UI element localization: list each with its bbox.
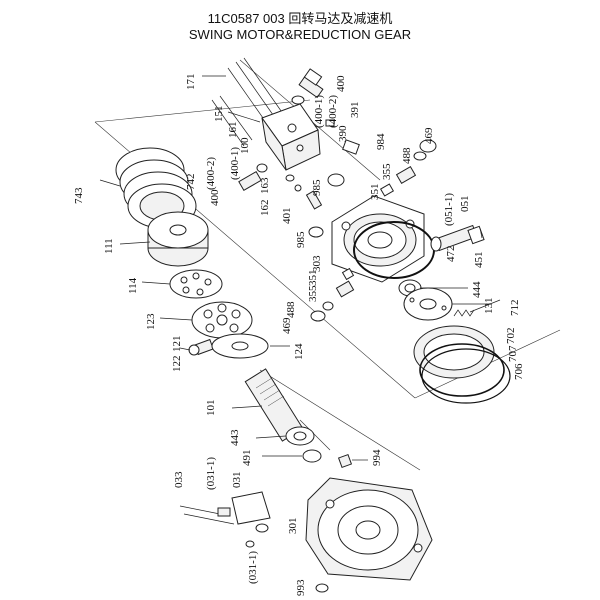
part-706-707-o-rings xyxy=(419,343,511,404)
part-151-valve-block xyxy=(261,103,321,171)
part-469-488-355-351-upper xyxy=(379,139,437,197)
label-151: 151 xyxy=(213,106,225,123)
label-400-2-left: (400-2) xyxy=(205,157,217,190)
label-131: 131 xyxy=(483,298,495,315)
label-742: 742 xyxy=(185,174,197,191)
label-707: 707 xyxy=(507,345,519,362)
label-400-2-right: (400-2) xyxy=(327,95,339,128)
part-123-shoe-plate xyxy=(191,301,253,339)
part-number-labels: 171 151 161 100 (400-1) (400-2) 400 163 … xyxy=(73,74,525,597)
part-443-bearing xyxy=(285,426,315,446)
label-033: 033 xyxy=(173,471,185,488)
label-400-1-left: (400-1) xyxy=(229,147,241,180)
label-031-1-bottom: (031-1) xyxy=(247,551,259,584)
label-444: 444 xyxy=(471,281,483,298)
label-161: 161 xyxy=(227,122,239,139)
label-114: 114 xyxy=(127,277,139,294)
label-743: 743 xyxy=(73,187,85,204)
label-993: 993 xyxy=(295,579,307,596)
label-051: 051 xyxy=(459,196,471,213)
part-712-spring xyxy=(453,309,475,317)
part-303-casing xyxy=(331,195,425,283)
label-051-1: (051-1) xyxy=(443,193,455,226)
part-985-plug-upper xyxy=(327,173,345,187)
label-171: 171 xyxy=(185,74,197,91)
part-111-cylinder-block xyxy=(147,211,209,267)
label-111: 111 xyxy=(103,238,115,254)
label-712: 712 xyxy=(509,300,521,317)
label-451: 451 xyxy=(473,252,485,269)
part-121-122-piston xyxy=(188,338,214,356)
leader-lines xyxy=(99,75,501,461)
part-702-brake-piston xyxy=(413,325,495,379)
label-124: 124 xyxy=(293,343,305,360)
label-994: 994 xyxy=(371,449,383,466)
part-994-plug xyxy=(337,453,353,469)
label-355-upper: 355 xyxy=(381,163,393,180)
label-162: 162 xyxy=(259,200,271,217)
label-401: 401 xyxy=(281,208,293,225)
part-469-488-355-351-lower xyxy=(310,267,355,322)
label-351-lower: 351 xyxy=(307,270,319,287)
label-985-upper: 985 xyxy=(311,179,323,196)
label-491: 491 xyxy=(241,450,253,467)
label-303: 303 xyxy=(311,255,323,272)
label-031-1-top: (031-1) xyxy=(205,457,217,490)
label-984: 984 xyxy=(375,133,387,150)
label-488-lower: 488 xyxy=(285,301,297,318)
part-131-valve-plate xyxy=(403,287,453,321)
label-391: 391 xyxy=(349,102,361,119)
part-124-swash-plate xyxy=(211,333,269,359)
label-390: 390 xyxy=(337,125,349,142)
part-993-plug xyxy=(315,583,329,593)
part-401-bolt xyxy=(305,190,323,210)
part-390-391-plugs xyxy=(325,119,360,155)
label-355-lower: 355 xyxy=(307,285,319,302)
label-100: 100 xyxy=(239,137,251,154)
part-985-plug-lower xyxy=(308,226,324,238)
label-031: 031 xyxy=(231,472,243,489)
label-469-lower: 469 xyxy=(281,317,293,334)
label-400-left: 400 xyxy=(209,189,221,206)
part-400-relief-valve-top xyxy=(291,68,324,105)
label-469-upper: 469 xyxy=(423,127,435,144)
label-123: 123 xyxy=(145,313,157,330)
label-472: 472 xyxy=(445,246,457,263)
label-706: 706 xyxy=(513,363,525,380)
diagram-title-chinese: 11C0587 003 回转马达及减速机 xyxy=(207,11,393,26)
label-101: 101 xyxy=(205,400,217,417)
part-114-retainer-plate xyxy=(169,269,223,299)
label-301: 301 xyxy=(287,518,299,535)
part-051-relief-valve xyxy=(430,224,485,252)
label-163: 163 xyxy=(259,177,271,194)
label-400-right: 400 xyxy=(335,75,347,92)
label-400-1-right: (400-1) xyxy=(313,95,325,128)
part-162-163-fittings xyxy=(238,163,302,192)
diagram-title-english: SWING MOTOR&REDUCTION GEAR xyxy=(188,27,412,42)
label-122: 122 xyxy=(171,356,183,373)
label-488-upper: 488 xyxy=(401,147,413,164)
part-491-oil-seal xyxy=(302,449,322,463)
part-031-033-valve-and-bolts xyxy=(179,491,271,548)
label-985-lower: 985 xyxy=(295,231,307,248)
label-702: 702 xyxy=(505,328,517,345)
part-301-housing xyxy=(305,477,433,581)
label-121: 121 xyxy=(171,336,183,353)
label-351-upper: 351 xyxy=(369,184,381,201)
label-443: 443 xyxy=(229,429,241,446)
